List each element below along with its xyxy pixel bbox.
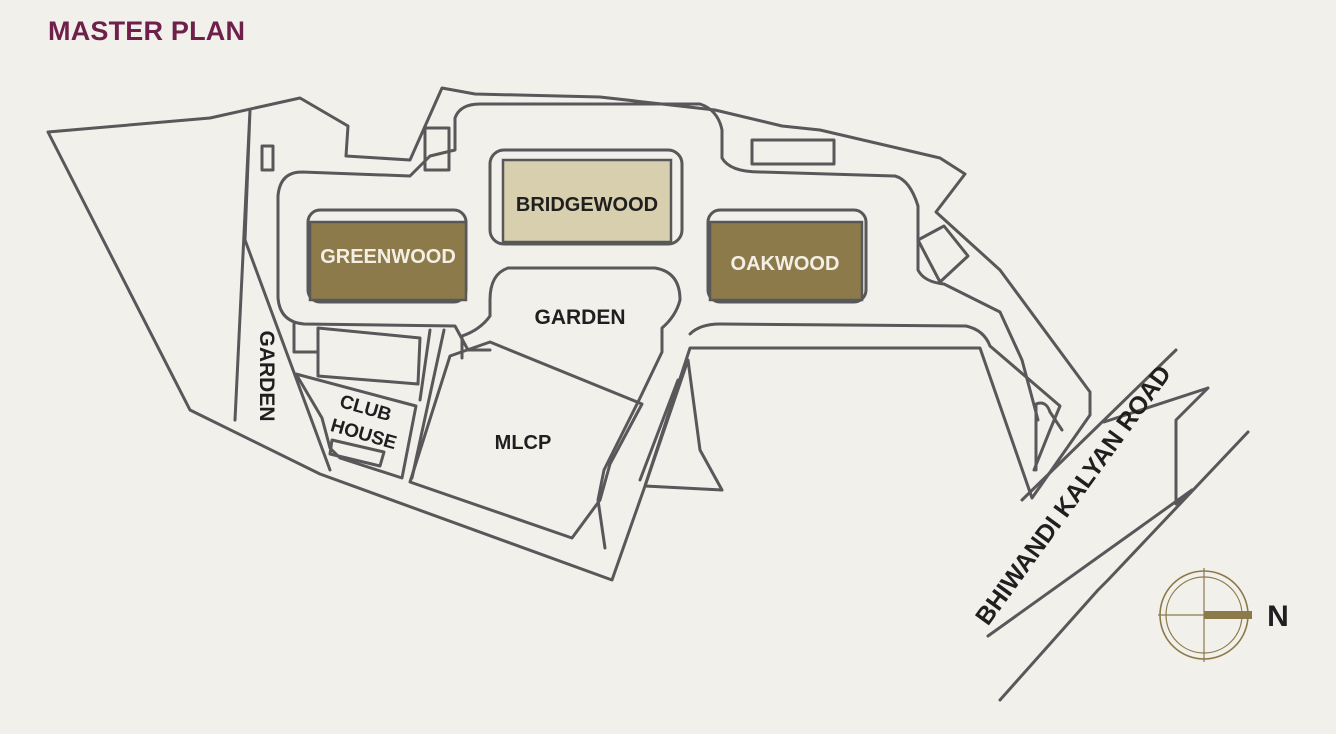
central-garden xyxy=(506,266,682,550)
clubhouse-block xyxy=(316,326,422,386)
small-block-gate xyxy=(423,126,451,172)
page-title: MASTER PLAN xyxy=(48,16,246,46)
road-label: BHIWANDI KALYAN ROAD xyxy=(970,360,1177,630)
ramp-strip xyxy=(638,358,724,492)
small-block-right xyxy=(916,224,970,284)
oakwood-plot xyxy=(706,208,868,304)
clubhouse-wall xyxy=(292,322,446,480)
road-edge-north xyxy=(986,348,1210,638)
small-structure xyxy=(260,144,275,172)
north-compass-icon xyxy=(1158,568,1252,662)
ring-road-outer xyxy=(276,102,1040,422)
north-label: N xyxy=(1267,600,1289,633)
mlcp-label: MLCP xyxy=(495,432,552,454)
greenwood-label: GREENWOOD xyxy=(320,246,456,268)
ring-road-inner xyxy=(688,322,1062,472)
oakwood-label: OAKWOOD xyxy=(731,253,840,275)
garden-center-label: GARDEN xyxy=(534,306,625,329)
garden-left-label: GARDEN xyxy=(255,330,278,421)
clubhouse-annex xyxy=(328,438,386,468)
central-garden-edge xyxy=(460,266,510,360)
garden-strip-left xyxy=(233,108,332,472)
road-edge-south xyxy=(998,430,1250,702)
bridgewood-label: BRIDGEWOOD xyxy=(516,194,658,216)
small-block-top xyxy=(750,138,836,166)
mlcp-building xyxy=(408,340,644,540)
bridgewood-tower[interactable] xyxy=(501,158,673,244)
oakwood-tower[interactable] xyxy=(708,220,864,302)
access-strip xyxy=(1034,401,1064,472)
clubhouse-building xyxy=(294,372,418,480)
bridgewood-plot xyxy=(488,148,684,246)
greenwood-tower[interactable] xyxy=(308,220,468,302)
